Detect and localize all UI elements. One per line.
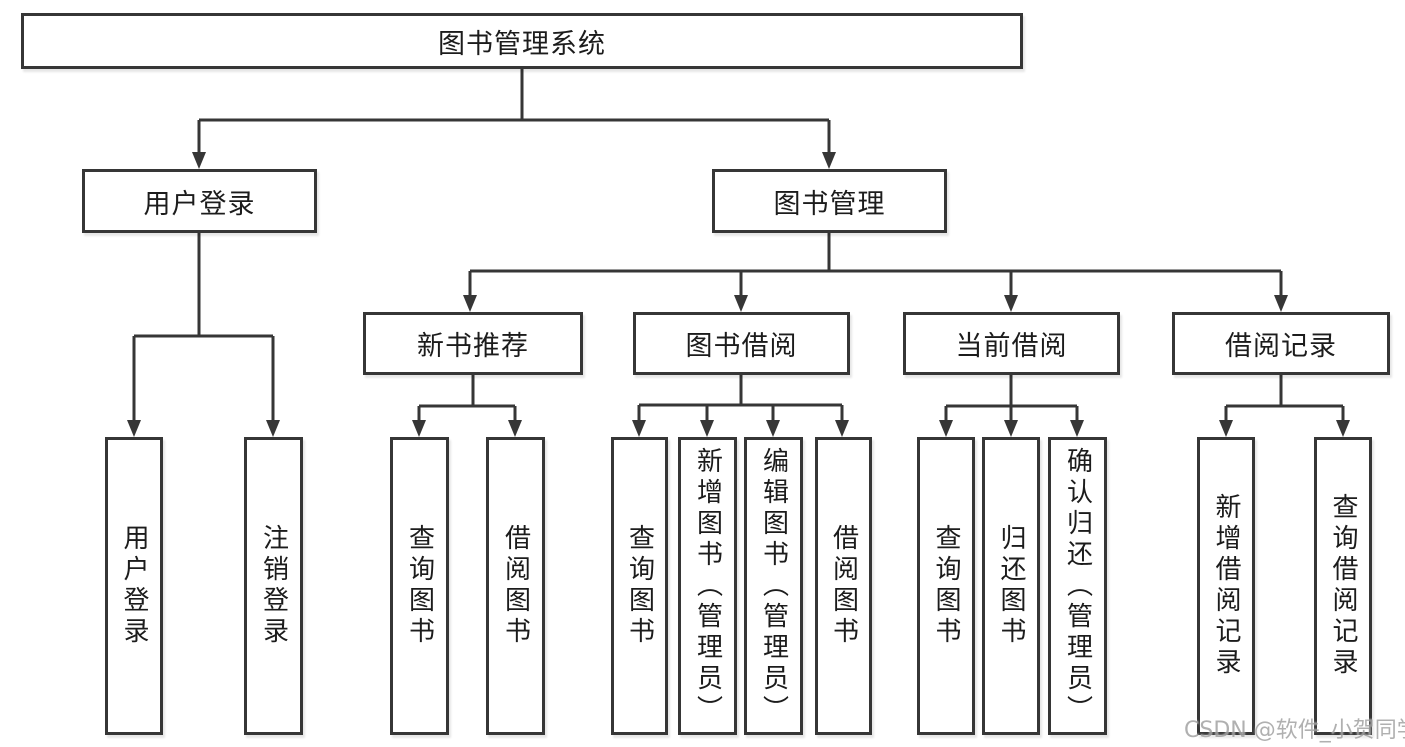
leaf-return-books-label: 归还图书 (996, 524, 1026, 648)
leaf-user-login-label: 用户登录 (119, 524, 149, 648)
node-book-borrow-label: 图书借阅 (685, 331, 798, 362)
leaf-logout-label: 注销登录 (258, 524, 289, 648)
leaf-add-borrow-record: 新增借阅记录 (1197, 437, 1255, 735)
leaf-borrow-query-books: 查询图书 (611, 437, 668, 735)
leaf-current-query-books: 查询图书 (917, 437, 975, 735)
csdn-watermark: CSDN @软件_小贺同学 (1184, 718, 1405, 743)
leaf-current-query-books-label: 查询图书 (931, 524, 961, 648)
leaf-add-books-admin: 新增图书（管理员） (678, 437, 737, 735)
node-book-borrow: 图书借阅 (633, 312, 850, 375)
leaf-edit-books-admin: 编辑图书（管理员） (744, 437, 803, 735)
node-book-management-label: 图书管理 (773, 188, 886, 220)
leaf-edit-books-admin-label: 编辑图书（管理员） (758, 446, 789, 726)
leaf-confirm-return-admin-label: 确认归还（管理员） (1062, 446, 1093, 726)
node-user-login-label: 用户登录 (143, 188, 256, 220)
leaf-add-books-admin-label: 新增图书（管理员） (692, 446, 723, 726)
leaf-add-borrow-record-label: 新增借阅记录 (1211, 493, 1241, 679)
node-current-borrow: 当前借阅 (903, 312, 1120, 375)
leaf-query-borrow-record-label: 查询借阅记录 (1328, 493, 1358, 679)
leaf-recommend-query-books-label: 查询图书 (404, 524, 435, 648)
node-new-book-recommend-label: 新书推荐 (417, 331, 529, 362)
leaf-recommend-borrow-books: 借阅图书 (486, 437, 545, 735)
leaf-confirm-return-admin: 确认归还（管理员） (1048, 437, 1107, 735)
leaf-logout: 注销登录 (244, 437, 303, 735)
leaf-query-borrow-record: 查询借阅记录 (1314, 437, 1372, 735)
leaf-recommend-query-books: 查询图书 (390, 437, 449, 735)
node-borrow-record: 借阅记录 (1172, 312, 1390, 375)
node-current-borrow-label: 当前借阅 (955, 331, 1068, 362)
node-book-management: 图书管理 (712, 169, 947, 233)
node-root-label: 图书管理系统 (438, 28, 606, 60)
leaf-return-books: 归还图书 (982, 437, 1040, 735)
node-new-book-recommend: 新书推荐 (363, 312, 583, 375)
leaf-borrow-books-label: 借阅图书 (828, 524, 859, 648)
node-user-login: 用户登录 (82, 169, 317, 233)
node-borrow-record-label: 借阅记录 (1225, 331, 1337, 362)
node-root: 图书管理系统 (21, 13, 1023, 69)
leaf-recommend-borrow-books-label: 借阅图书 (500, 524, 531, 648)
leaf-borrow-query-books-label: 查询图书 (624, 524, 655, 648)
leaf-user-login: 用户登录 (105, 437, 163, 735)
leaf-borrow-books: 借阅图书 (815, 437, 872, 735)
